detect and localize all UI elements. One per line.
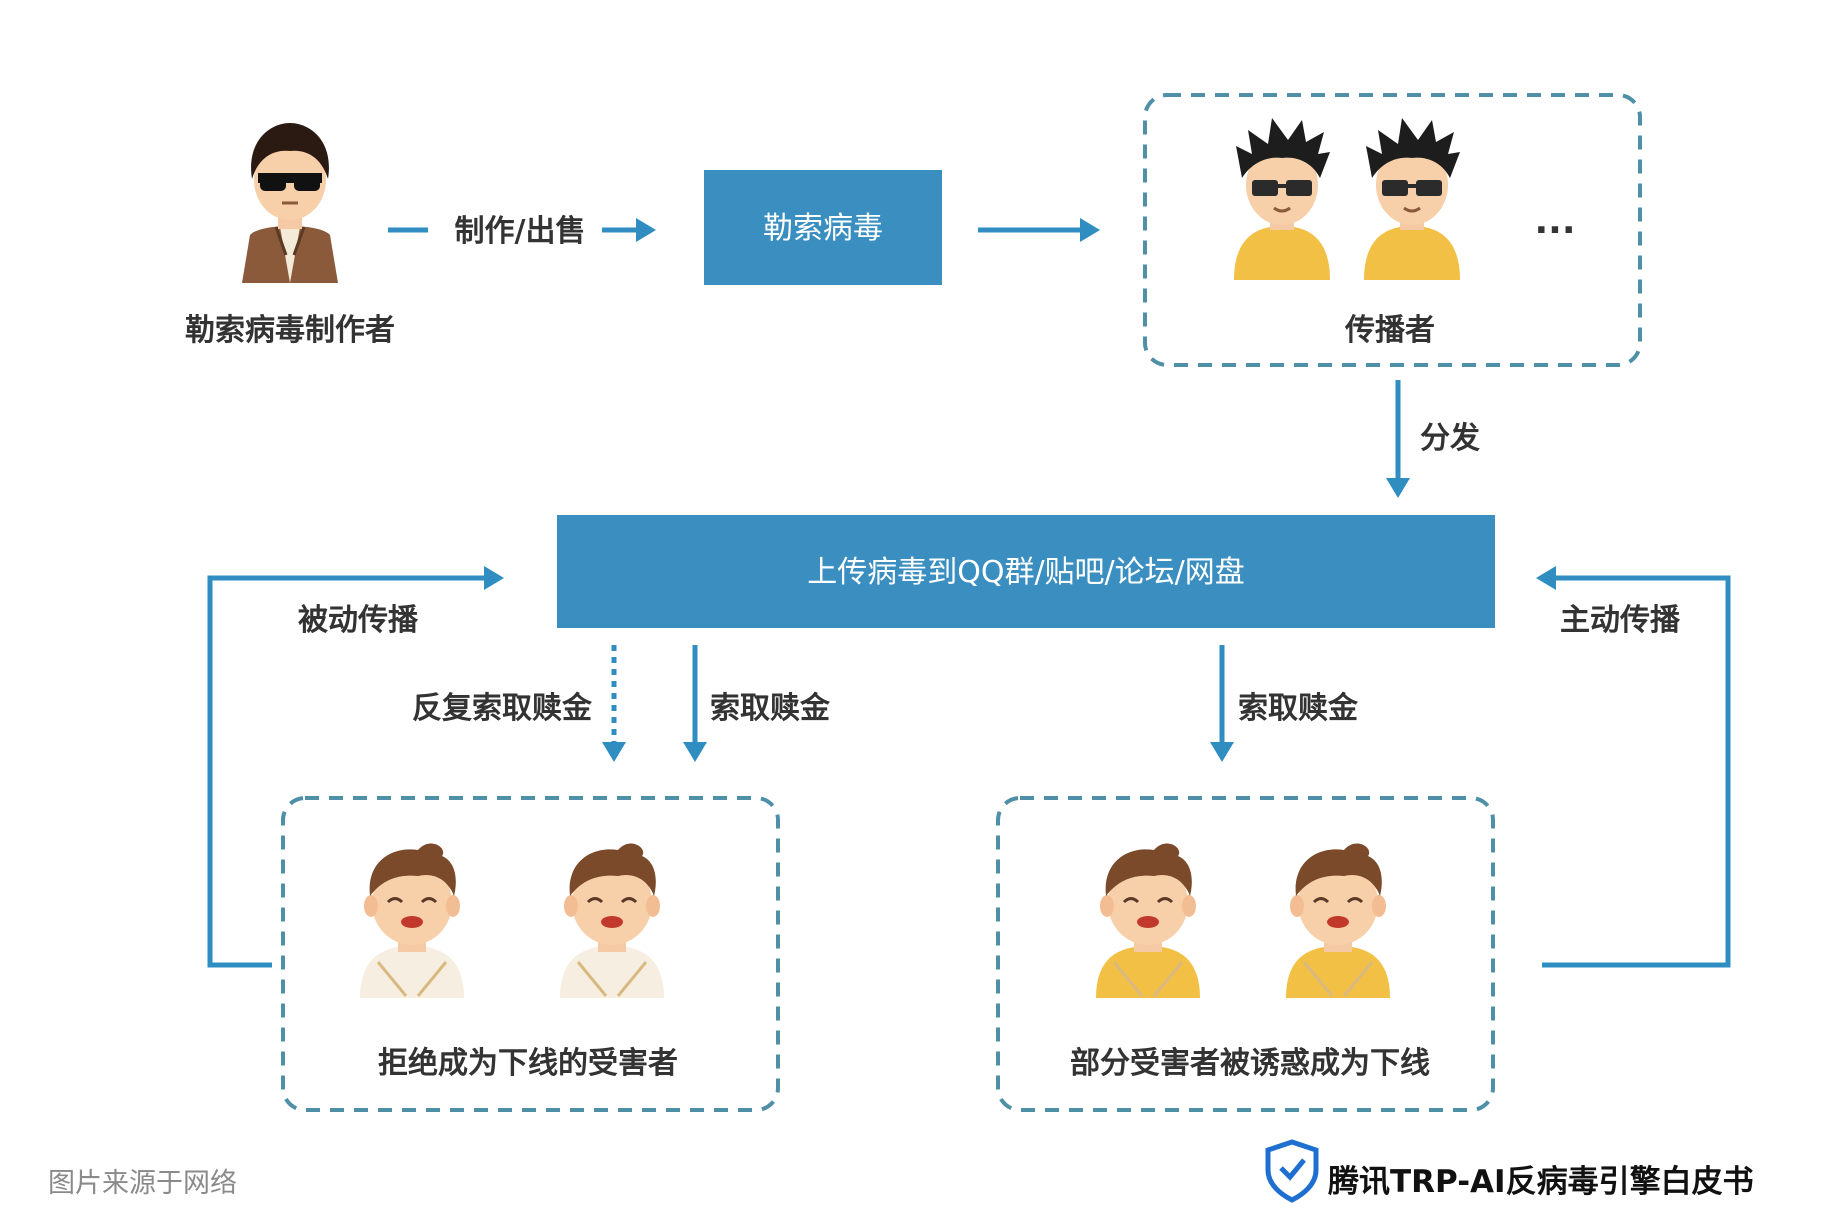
passive-spread-label: 被动传播 xyxy=(298,603,419,638)
shield-logo-icon xyxy=(1265,1139,1319,1203)
distribute-label: 分发 xyxy=(1420,421,1480,456)
ransomware-box-label: 勒索病毒 xyxy=(763,211,883,246)
spreader-icon xyxy=(1232,116,1332,282)
creator-figure-icon xyxy=(240,121,340,285)
induced-group xyxy=(996,796,1495,1112)
victim-icon xyxy=(1284,842,1392,1000)
passive-spread-loop xyxy=(207,575,484,968)
ransom-right-arrowhead xyxy=(1210,742,1234,762)
ransom-right-label: 索取赎金 xyxy=(1238,691,1359,726)
image-source-note: 图片来源于网络 xyxy=(48,1168,237,1199)
make-sell-label: 制作/出售 xyxy=(455,214,586,249)
victim-icon xyxy=(358,842,466,1000)
active-spread-label: 主动传播 xyxy=(1560,603,1681,638)
repeated-ransom-arrowhead xyxy=(602,742,626,762)
distribute-arrowhead xyxy=(1386,478,1410,498)
induced-label: 部分受害者被诱惑成为下线 xyxy=(1070,1046,1430,1081)
ransom-left-arrowhead xyxy=(683,742,707,762)
spreader-icon xyxy=(1362,116,1462,282)
repeated-ransom-label: 反复索取赎金 xyxy=(412,691,593,726)
spreaders-group xyxy=(1143,93,1642,367)
victim-icon xyxy=(558,842,666,1000)
ransom-left-label: 索取赎金 xyxy=(710,691,831,726)
creator-label: 勒索病毒制作者 xyxy=(185,313,395,348)
upload-box-label: 上传病毒到QQ群/贴吧/论坛/网盘 xyxy=(807,555,1245,590)
spreaders-label: 传播者 xyxy=(1344,313,1435,348)
make-sell-arrowhead xyxy=(636,218,656,242)
refusers-label: 拒绝成为下线的受害者 xyxy=(378,1046,678,1081)
passive-spread-arrowhead xyxy=(484,566,504,590)
victim-icon xyxy=(1094,842,1202,1000)
active-spread-arrowhead xyxy=(1536,566,1556,590)
ransomware-box xyxy=(704,170,942,285)
brand-title: 腾讯TRP-AI反病毒引擎白皮书 xyxy=(1328,1164,1754,1200)
upload-box xyxy=(557,515,1495,628)
to-spreaders-arrowhead xyxy=(1080,218,1100,242)
refusers-group xyxy=(281,796,780,1112)
active-spread-loop xyxy=(1542,575,1731,968)
spreaders-more-indicator: ··· xyxy=(1534,210,1575,251)
